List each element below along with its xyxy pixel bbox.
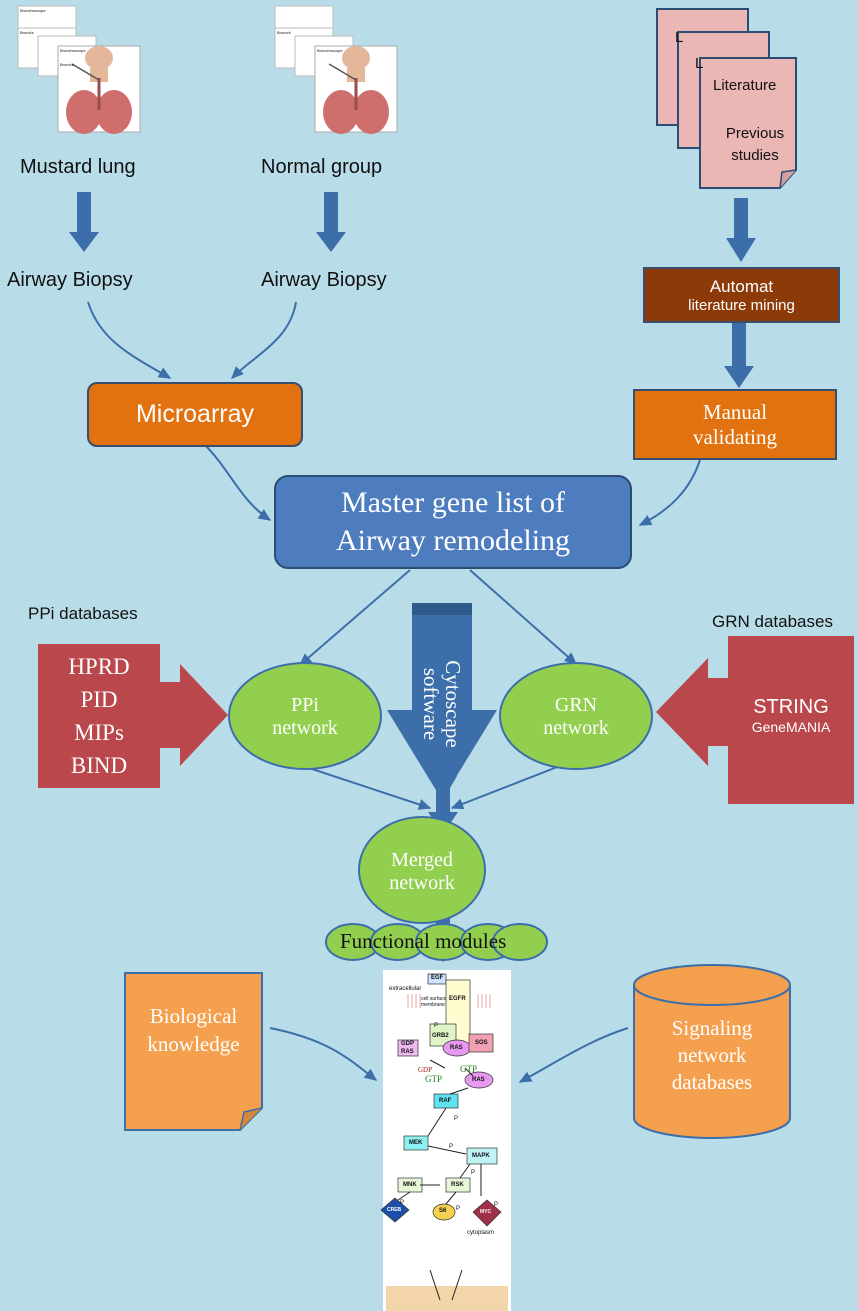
cytoscape-line1: Cytoscape xyxy=(441,660,465,748)
cytoscape-arrow xyxy=(387,603,497,800)
lung-caption: Bronchoscope xyxy=(20,8,46,13)
pathway-label-gtp-2: GTP xyxy=(460,1064,478,1074)
manual-line1: Manual xyxy=(702,399,768,424)
pathway-node-grb2: GRB2 xyxy=(432,1033,449,1039)
pathway-node-raf: RAF xyxy=(439,1098,452,1104)
automat-line1: Automat xyxy=(709,276,774,296)
pathway-label-phospho: P xyxy=(449,1144,454,1150)
microarray-label: Microarray xyxy=(135,400,255,428)
literature-pages xyxy=(656,8,797,189)
literature-title: Literature xyxy=(713,77,777,94)
master-line1: Master gene list of xyxy=(340,486,566,519)
merged-line2: network xyxy=(389,872,455,894)
microarray-box: Microarray xyxy=(88,383,302,446)
cytoscape-label: Cytoscape software xyxy=(419,634,465,774)
lung-caption: Bronchoscope xyxy=(60,48,86,53)
mustard-lung-illustration xyxy=(17,5,141,134)
pathway-node-gdp: GDP xyxy=(401,1041,415,1047)
merged-network-label: Merged network xyxy=(359,845,485,899)
pathway-node-ras: RAS xyxy=(472,1077,485,1083)
pathway-label-phospho: P xyxy=(434,1023,439,1029)
biological-line1: Biological xyxy=(149,1004,238,1028)
lung-caption: Bronchoscope xyxy=(317,48,343,53)
pathway-label-extracellular: extracellular xyxy=(389,986,422,992)
ppi-network-line1: PPi xyxy=(291,694,319,716)
functional-modules-label: Functional modules xyxy=(340,929,507,953)
pathway-label-phospho: P xyxy=(454,1116,459,1122)
pathway-label-phospho: P xyxy=(456,1206,461,1212)
automat-line2: literature mining xyxy=(688,296,795,314)
pathway-figure xyxy=(380,970,511,1311)
mustard-lung-label: Mustard lung xyxy=(20,156,136,178)
ppi-databases-label: PPi databases xyxy=(28,604,138,623)
normal-lung-illustration xyxy=(274,5,398,134)
lung-caption: Bronchi xyxy=(277,30,291,35)
grn-network-line2: network xyxy=(543,717,609,739)
ppi-db-bind: BIND xyxy=(70,753,128,778)
grn-network-line1: GRN xyxy=(554,694,598,716)
pathway-node-mek: MEK xyxy=(409,1140,423,1146)
signaling-line2: network xyxy=(677,1042,747,1067)
pathway-node-s6: S6 xyxy=(439,1208,447,1214)
grn-db-genemania: GeneMANIA xyxy=(751,718,831,735)
ppi-db-arrow xyxy=(38,644,228,788)
pathway-node-egf: EGF xyxy=(431,975,444,981)
pathway-label-cytoplasm: cytoplasm xyxy=(467,1230,495,1236)
master-line2: Airway remodeling xyxy=(335,524,571,557)
cytoscape-line2: software xyxy=(419,667,443,741)
signaling-db-cylinder xyxy=(633,964,791,1139)
connectors xyxy=(87,301,701,1083)
pathway-node-creb: CREB xyxy=(387,1207,402,1213)
merged-line1: Merged xyxy=(391,849,453,871)
literature-back-mark: L xyxy=(695,55,704,72)
grn-db-string: STRING xyxy=(753,695,829,718)
pathway-label-phospho: P xyxy=(471,1170,476,1176)
pathway-node-myc: MYC xyxy=(480,1209,492,1215)
grn-databases-list: STRING GeneMANIA xyxy=(728,690,854,740)
automat-box: Automat literature mining xyxy=(644,268,839,322)
pathway-node-sos: SOS xyxy=(475,1040,488,1046)
normal-group-label: Normal group xyxy=(261,156,383,178)
pathway-node-mapk: MAPK xyxy=(472,1153,490,1159)
lung-caption: Bronchi xyxy=(60,62,74,67)
signaling-db-label: Signaling network databases xyxy=(634,1010,790,1100)
pathway-label-phospho: P xyxy=(400,1200,405,1206)
pathway-label-gdp: GDP xyxy=(418,1066,433,1074)
network-ellipses xyxy=(228,662,653,961)
manual-line2: validating xyxy=(693,424,777,449)
pathway-node-rsk: RSK xyxy=(451,1182,464,1188)
grn-network-label: GRN network xyxy=(500,690,652,744)
master-gene-list-box: Master gene list of Airway remodeling xyxy=(275,476,631,568)
grn-databases-label: GRN databases xyxy=(712,612,833,631)
manual-validating-box: Manual validating xyxy=(634,390,836,459)
ppi-network-line2: network xyxy=(272,717,338,739)
knowledge-page xyxy=(124,972,263,1131)
biological-line2: knowledge xyxy=(147,1032,240,1056)
pathway-node-mnk: MNK xyxy=(403,1182,417,1188)
literature-back-mark: L xyxy=(675,29,684,46)
biological-knowledge-label: Biological knowledge xyxy=(125,1000,262,1060)
pathway-label-phospho: P xyxy=(494,1202,499,1208)
literature-previous: Previous studies xyxy=(725,125,785,164)
signaling-line1: Signaling xyxy=(671,1015,753,1040)
pathway-label-gtp: GTP xyxy=(425,1074,443,1084)
pathway-node-ras: RAS xyxy=(401,1049,414,1055)
normal-biopsy-label: Airway Biopsy xyxy=(261,269,387,291)
ppi-db-mips: MIPs xyxy=(74,720,124,745)
ppi-network-label: PPi network xyxy=(229,690,381,744)
grn-db-arrow xyxy=(656,636,854,804)
ppi-db-pid: PID xyxy=(80,687,118,712)
pathway-node-egfr: EGFR xyxy=(449,996,466,1002)
signaling-line3: databases xyxy=(671,1069,753,1094)
boxes xyxy=(87,267,840,569)
pathway-label-membrane: cell surface membrane xyxy=(421,996,447,1008)
ppi-databases-list: HPRD PID MIPs BIND xyxy=(38,648,160,784)
lung-caption: Bronchi xyxy=(20,30,34,35)
mustard-biopsy-label: Airway Biopsy xyxy=(7,269,133,291)
pathway-node-ras: RAS xyxy=(450,1045,463,1051)
ppi-db-hprd: HPRD xyxy=(68,654,130,679)
